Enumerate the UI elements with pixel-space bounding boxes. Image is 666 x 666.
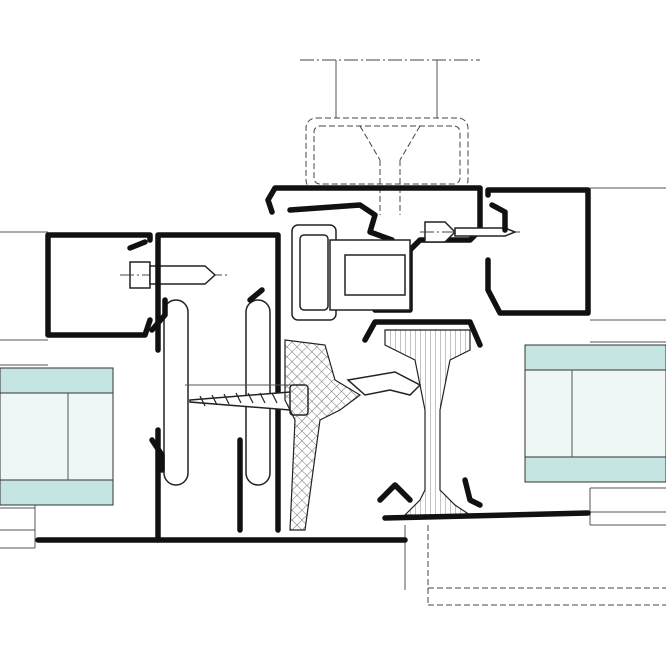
left-sash-profile <box>45 232 230 338</box>
construction-lines <box>0 187 666 549</box>
right-sash-profile <box>485 187 591 316</box>
glass-pane-right <box>524 344 666 483</box>
mullion-i-beam <box>362 319 591 521</box>
middle-frame-profile <box>35 232 408 543</box>
center-coupling-profile <box>265 185 520 321</box>
glass-pane-left <box>0 367 114 506</box>
dashed-top-profile <box>300 59 480 215</box>
dashed-bottom-frame <box>404 525 666 606</box>
thermal-break-insert <box>284 339 422 531</box>
